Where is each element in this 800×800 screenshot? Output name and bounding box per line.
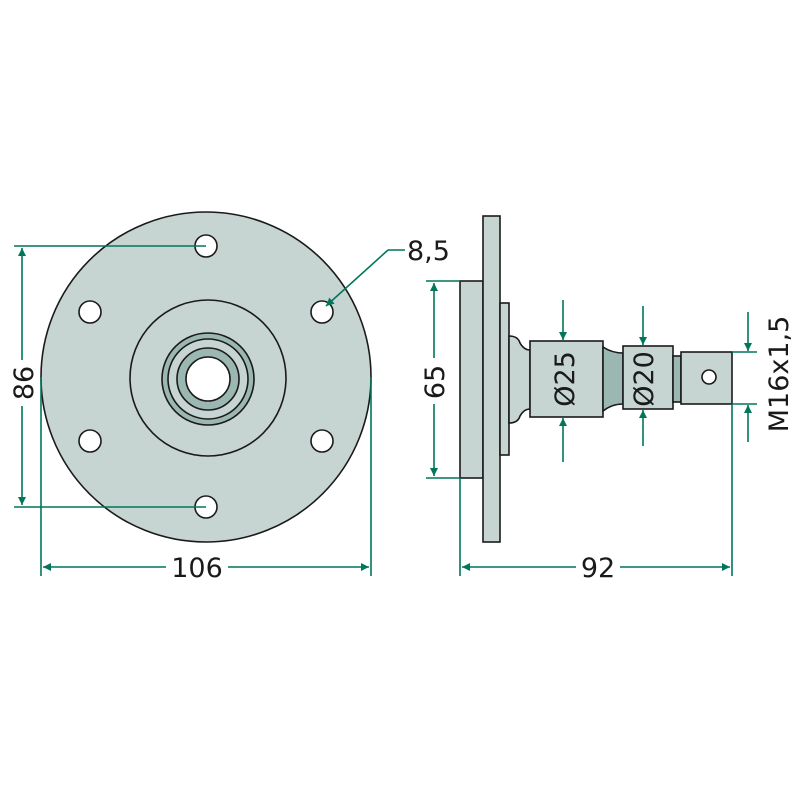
dim-d25: Ø25	[550, 300, 581, 462]
bolt-hole	[78, 300, 102, 324]
dim-thread: M16x1,5	[732, 312, 795, 442]
hub	[459, 280, 484, 479]
bolt-hole	[310, 429, 334, 453]
front-view	[40, 211, 372, 543]
shaft-shoulder	[508, 335, 531, 424]
dim-label-92: 92	[581, 553, 615, 584]
side-view	[459, 215, 733, 543]
flange	[482, 215, 501, 543]
shaft-d20	[622, 345, 674, 410]
dim-d20: Ø20	[629, 306, 660, 446]
dim-label-65: 65	[420, 365, 451, 399]
dim-106: 106	[40, 377, 372, 584]
bolt-hole	[310, 300, 334, 324]
dim-label-8-5: 8,5	[407, 236, 450, 267]
dim-65: 65	[418, 280, 460, 479]
dim-label-thread: M16x1,5	[764, 316, 795, 433]
dim-92: 92	[459, 404, 733, 584]
dim-86: 86	[6, 245, 206, 508]
dim-8-5: 8,5	[325, 236, 450, 307]
bolt-hole	[78, 429, 102, 453]
center-bore	[185, 356, 231, 402]
dim-label-d20: Ø20	[629, 351, 660, 407]
dim-label-106: 106	[171, 553, 223, 584]
dim-label-d25: Ø25	[550, 351, 581, 407]
cotter-pin-hole	[701, 369, 717, 385]
dim-label-86: 86	[9, 366, 40, 400]
